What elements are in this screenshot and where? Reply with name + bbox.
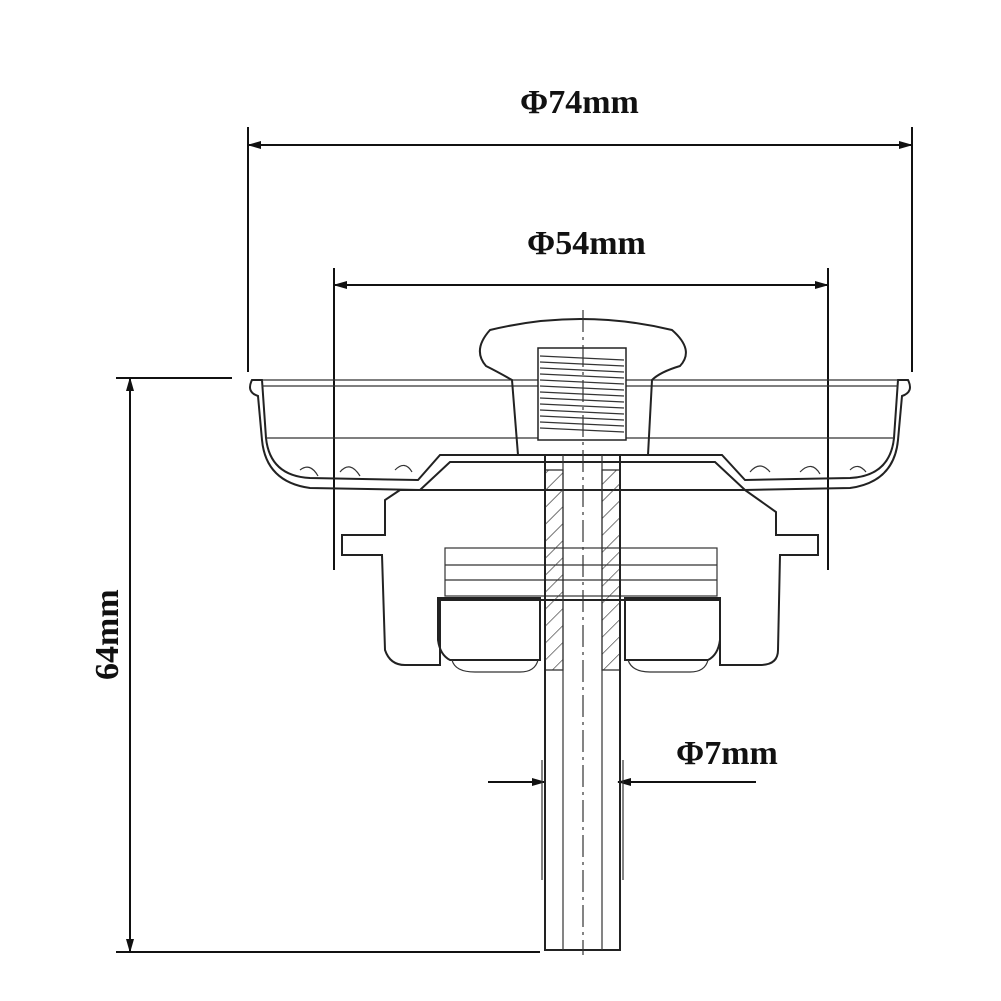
outer-diameter-dimension: Φ74mm: [247, 84, 913, 372]
outer-diameter-label: Φ74mm: [520, 84, 639, 121]
stem-diameter-label: Φ7mm: [676, 735, 778, 772]
nut: [437, 597, 721, 673]
spring: [539, 355, 625, 433]
inner-diameter-label: Φ54mm: [527, 225, 646, 262]
height-dimension: 64mm: [89, 377, 540, 953]
body: [341, 489, 819, 666]
height-label: 64mm: [89, 589, 126, 680]
inner-diameter-dimension: Φ54mm: [333, 225, 829, 570]
stem-diameter-dimension: Φ7mm: [488, 735, 778, 786]
knob: [479, 318, 687, 456]
stem: [541, 310, 624, 955]
